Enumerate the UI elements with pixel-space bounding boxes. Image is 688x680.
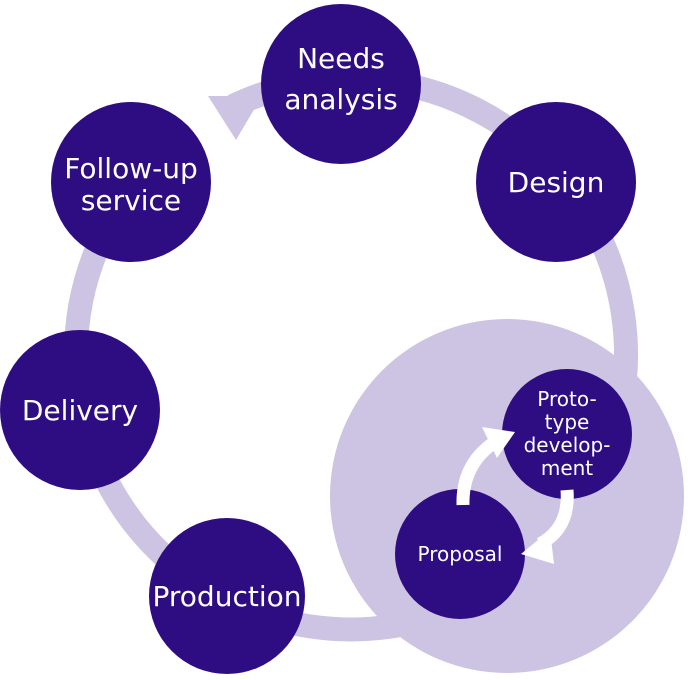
node-production: Production: [149, 518, 305, 674]
node-delivery-label: Delivery: [22, 394, 138, 427]
arrow-proposal-to-prototype: [456, 427, 515, 506]
node-follow-up-line1: Follow-up: [64, 152, 197, 185]
node-production-label: Production: [153, 580, 302, 613]
node-follow-up-line2: service: [81, 184, 181, 217]
node-needs-analysis: Needs analysis: [261, 4, 421, 164]
prototype-zone-circle: [330, 319, 684, 673]
node-delivery: Delivery: [0, 330, 160, 490]
node-needs-analysis-line1: Needs: [297, 42, 385, 75]
node-design-label: Design: [508, 166, 605, 199]
node-proposal: Proposal: [395, 489, 525, 619]
node-prototype-line3: develop-: [524, 433, 611, 457]
node-proposal-label: Proposal: [418, 542, 503, 566]
node-follow-up-service: Follow-up service: [51, 102, 211, 262]
node-prototype-development: Proto- type develop- ment: [502, 369, 632, 499]
node-prototype-line2: type: [545, 410, 590, 434]
node-needs-analysis-line2: analysis: [284, 83, 397, 116]
arrow-prototype-to-proposal: [521, 489, 574, 564]
node-design: Design: [476, 102, 636, 262]
node-prototype-line1: Proto-: [537, 387, 596, 411]
cycle-arrowhead: [208, 96, 262, 140]
node-prototype-line4: ment: [541, 456, 593, 480]
